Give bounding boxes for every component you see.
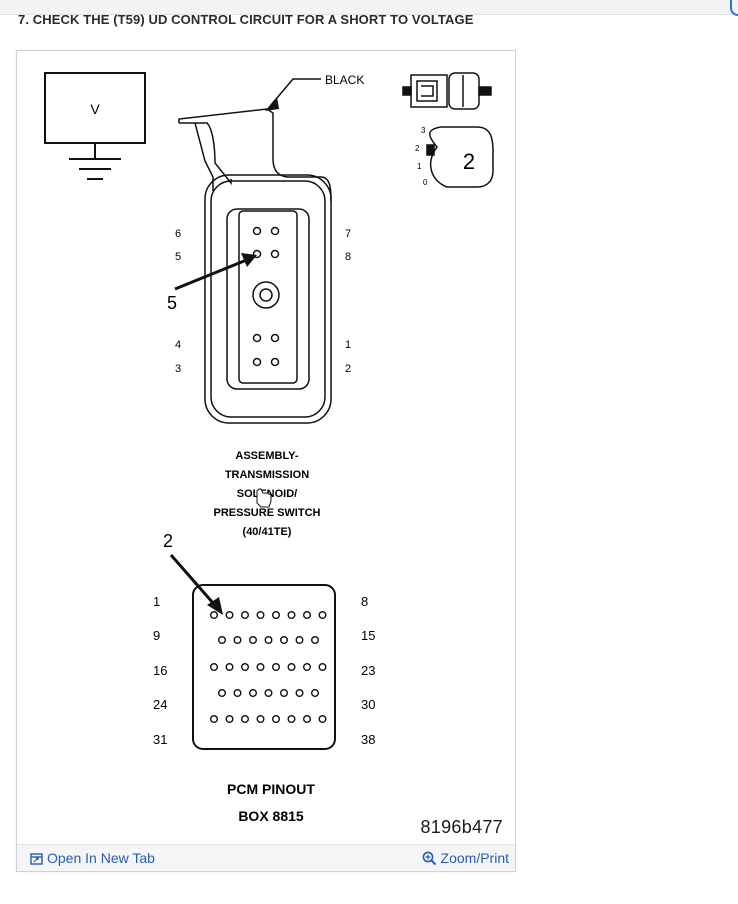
solenoid-caption-line-1: ASSEMBLY- bbox=[235, 450, 299, 462]
pcm-row-start-31: 31 bbox=[153, 732, 167, 747]
pcm-pin bbox=[209, 611, 218, 620]
solenoid-callout: 5 bbox=[167, 293, 177, 313]
open-in-new-tab-link[interactable]: Open In New Tab bbox=[30, 850, 155, 866]
pcm-pin bbox=[248, 636, 257, 645]
top-bar-corner bbox=[730, 0, 738, 16]
pcm-pin bbox=[271, 611, 280, 620]
solenoid-pin-7: 7 bbox=[345, 228, 351, 240]
pcm-row-start-16: 16 bbox=[153, 663, 167, 678]
solenoid-pin-8: 8 bbox=[345, 251, 351, 263]
pcm-row-end-8: 8 bbox=[361, 594, 368, 609]
zoom-print-link[interactable]: Zoom/Print bbox=[422, 850, 509, 866]
pcm-row-end-15: 15 bbox=[361, 628, 375, 643]
pcm-row-start-1: 1 bbox=[153, 594, 160, 609]
pcm-callout: 2 bbox=[163, 531, 173, 551]
pcm-row-end-30: 30 bbox=[361, 697, 375, 712]
figure-id: 8196b477 bbox=[420, 817, 503, 837]
pcm-pin bbox=[233, 689, 242, 698]
open-tab-icon bbox=[30, 852, 43, 865]
pcm-pin bbox=[256, 611, 265, 620]
pcm-pin bbox=[303, 663, 312, 672]
pcm-pin bbox=[295, 636, 304, 645]
pcm-pin bbox=[287, 611, 296, 620]
pcm-pin bbox=[271, 715, 280, 724]
connector-view-pin-3: 3 bbox=[421, 126, 426, 135]
pcm-pin bbox=[287, 663, 296, 672]
pcm-pin bbox=[280, 636, 289, 645]
connector-view-pin-2: 2 bbox=[415, 144, 420, 153]
pcm-pin bbox=[311, 689, 320, 698]
pcm-pin bbox=[318, 611, 327, 620]
zoom-in-icon bbox=[422, 851, 436, 865]
pcm-pin bbox=[209, 715, 218, 724]
solenoid-pin-4: 4 bbox=[175, 339, 181, 351]
pcm-row-end-38: 38 bbox=[361, 732, 375, 747]
pcm-pin bbox=[303, 611, 312, 620]
open-in-new-tab-label: Open In New Tab bbox=[47, 850, 155, 866]
meter-label: V bbox=[90, 101, 100, 117]
diagram-footer: Open In New Tab Zoom/Print bbox=[17, 844, 515, 871]
wiring-diagram: V BLACK 3 2 1 0 2 bbox=[44, 72, 494, 824]
connector-view-icon bbox=[402, 72, 492, 110]
pcm-pin bbox=[240, 663, 249, 672]
pcm-pin bbox=[287, 715, 296, 724]
pcm-caption-line-2: BOX 8815 bbox=[238, 808, 304, 824]
solenoid-pin-3: 3 bbox=[175, 363, 181, 375]
pcm-pin bbox=[225, 715, 234, 724]
connector-view-pin-0: 0 bbox=[423, 178, 428, 187]
pcm-pin bbox=[271, 663, 280, 672]
zoom-print-label: Zoom/Print bbox=[440, 850, 509, 866]
pcm-pin bbox=[256, 663, 265, 672]
pcm-pin bbox=[225, 663, 234, 672]
voltmeter-symbol: V bbox=[44, 72, 146, 180]
step-title: 7. CHECK THE (T59) UD CONTROL CIRCUIT FO… bbox=[18, 12, 474, 27]
pcm-pin bbox=[280, 689, 289, 698]
pcm-caption-line-1: PCM PINOUT bbox=[227, 781, 315, 797]
top-bar bbox=[0, 0, 738, 16]
pcm-pin bbox=[209, 663, 218, 672]
solenoid-pin-2: 2 bbox=[345, 363, 351, 375]
pcm-pin bbox=[256, 715, 265, 724]
pcm-pin bbox=[318, 663, 327, 672]
connector-pin-view bbox=[426, 126, 494, 188]
pcm-pin bbox=[295, 689, 304, 698]
pcm-row-start-9: 9 bbox=[153, 628, 160, 643]
pcm-row-end-23: 23 bbox=[361, 663, 375, 678]
diagram-frame: V BLACK 3 2 1 0 2 bbox=[16, 50, 516, 872]
pcm-pin bbox=[318, 715, 327, 724]
pcm-pin bbox=[311, 636, 320, 645]
pcm-pin bbox=[233, 636, 242, 645]
pcm-pin bbox=[303, 715, 312, 724]
pcm-connector bbox=[192, 584, 336, 750]
pcm-pin bbox=[240, 611, 249, 620]
wire-color-label: BLACK bbox=[325, 73, 364, 87]
callout-badge: 2 bbox=[463, 149, 475, 174]
pcm-pin bbox=[264, 636, 273, 645]
solenoid-pin-6: 6 bbox=[175, 228, 181, 240]
pcm-pin-grid bbox=[209, 611, 327, 724]
solenoid-caption-line-4: PRESSURE SWITCH bbox=[214, 507, 321, 519]
pcm-pin bbox=[217, 636, 226, 645]
pcm-pin bbox=[240, 715, 249, 724]
solenoid-pin-5: 5 bbox=[175, 251, 181, 263]
connector-view-pin-1: 1 bbox=[417, 162, 422, 171]
pcm-pin bbox=[248, 689, 257, 698]
solenoid-pin-1: 1 bbox=[345, 339, 351, 351]
solenoid-caption-line-5: (40/41TE) bbox=[243, 526, 292, 538]
pcm-pin bbox=[217, 689, 226, 698]
solenoid-connector bbox=[178, 108, 332, 424]
hand-cursor-icon bbox=[256, 488, 272, 508]
pcm-row-start-24: 24 bbox=[153, 697, 167, 712]
pcm-pin bbox=[264, 689, 273, 698]
pcm-pin bbox=[225, 611, 234, 620]
solenoid-caption-line-2: TRANSMISSION bbox=[225, 469, 309, 481]
